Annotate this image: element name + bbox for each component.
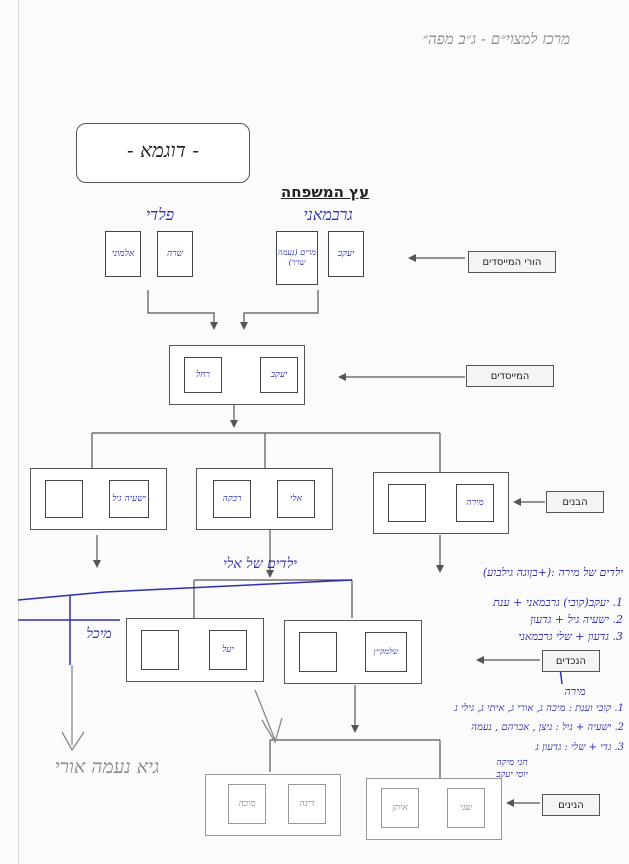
person-name: דינה — [299, 799, 315, 809]
label-children: הבנים — [546, 491, 604, 513]
person-name: שני — [460, 803, 472, 813]
notes-grandchildren-extra: יוסי יעקב — [496, 770, 528, 780]
notes-children-title: ילדים של מירה :(+בןוגה גילבוע) — [482, 566, 623, 579]
notes-grandchildren-line: 2. ישעיה + גיל : ניצן , אברהם , נעמה — [471, 722, 624, 733]
founder-cell: רחל — [184, 357, 222, 393]
side-grandchild: מיכל — [86, 626, 112, 642]
notes-children-line: 3. גדעון + שלי גרבמאני — [518, 630, 623, 643]
label-great-grandchildren: הנינים — [542, 794, 600, 816]
children-note: ילדים של אלי — [223, 556, 297, 572]
person-name: ישעיה גיל — [112, 494, 146, 504]
example-box-label: - דוגמא - — [126, 138, 200, 162]
grandchild-cell — [299, 632, 337, 672]
person-name: רחל — [196, 370, 210, 380]
children-unit-middle: רבקה אלי — [196, 468, 333, 530]
person-name: מירה — [466, 498, 484, 508]
person-name: יעל — [222, 645, 234, 655]
notes-grandchildren-line: 1. קובי וענת : מיכה ג, אורי ג, איתי ג, ג… — [454, 703, 624, 714]
founder-parent-cell: מרים (נעמה שרר) — [276, 231, 318, 285]
grandchild-cell: שלמקיין — [365, 632, 407, 672]
left-family-name: פלדי — [145, 205, 175, 224]
child-cell — [45, 480, 83, 518]
great-grandchildren-unit-left: מיכה דינה — [205, 774, 341, 836]
person-name: אלי — [290, 494, 302, 504]
great-grandchildren-unit-right: איתן שני — [366, 778, 502, 840]
paper-edge — [18, 0, 19, 864]
gray-note: גיא נעמה אורי — [54, 756, 160, 778]
child-cell: מירה — [456, 484, 494, 522]
notes-grandchildren-title: מירה — [564, 685, 586, 698]
founders-unit: רחל יעקב — [169, 345, 305, 405]
grandchildren-unit-right: שלמקיין — [284, 620, 422, 684]
notes-children-line: 2. ישעיה גיל + גדעון — [530, 613, 623, 626]
person-name: מיכה — [238, 799, 256, 809]
notes-grandchildren-extra: חני מיקה — [496, 758, 528, 768]
founder-parent-cell: שרה — [157, 231, 193, 277]
person-name: איתן — [392, 803, 408, 813]
great-grandchild-cell: דינה — [288, 784, 326, 824]
diagram-title: עץ המשפחה — [280, 183, 370, 201]
founder-cell: יעקב — [260, 357, 298, 393]
label-grandchildren: הנכדים — [542, 650, 600, 672]
child-cell: רבקה — [213, 480, 251, 518]
person-name: רבקה — [222, 494, 242, 504]
grandchildren-unit-left: יעל — [126, 618, 264, 682]
children-unit-left: ישעיה גיל — [30, 468, 167, 530]
label-founders: המייסדים — [466, 365, 554, 387]
person-name: שלמקיין — [373, 647, 399, 656]
children-unit-right: מירה — [373, 472, 509, 534]
grandchild-cell: יעל — [209, 630, 247, 670]
great-grandchild-cell: איתן — [381, 788, 419, 828]
grandchild-cell — [141, 630, 179, 670]
great-grandchild-cell: שני — [447, 788, 485, 828]
child-cell: ישעיה גיל — [109, 480, 149, 518]
child-cell — [388, 484, 426, 522]
person-name: יעקב — [337, 249, 355, 259]
person-name: שרה — [166, 249, 184, 259]
person-name: מרים (נעמה שרר) — [278, 248, 316, 267]
great-grandchild-cell: מיכה — [228, 784, 266, 824]
example-box: - דוגמא - — [76, 123, 250, 183]
notes-children-line: 1. יעקב(קובי) גרבמאני + ענת — [493, 596, 623, 609]
founder-parent-cell: אלמוני — [105, 231, 141, 277]
label-founder-parents: הורי המייסדים — [468, 251, 556, 273]
person-name: יעקב — [270, 370, 288, 380]
header-note: מרכז למצוי״ם - ג״ב מפה״ — [422, 30, 570, 48]
founder-parent-cell: יעקב — [328, 231, 364, 277]
right-family-name: גרבמאני — [303, 205, 353, 224]
child-cell: אלי — [277, 480, 315, 518]
person-name: אלמוני — [111, 249, 135, 259]
notes-grandchildren-line: 3. גדי + שלי : גדעון ג — [535, 742, 624, 753]
